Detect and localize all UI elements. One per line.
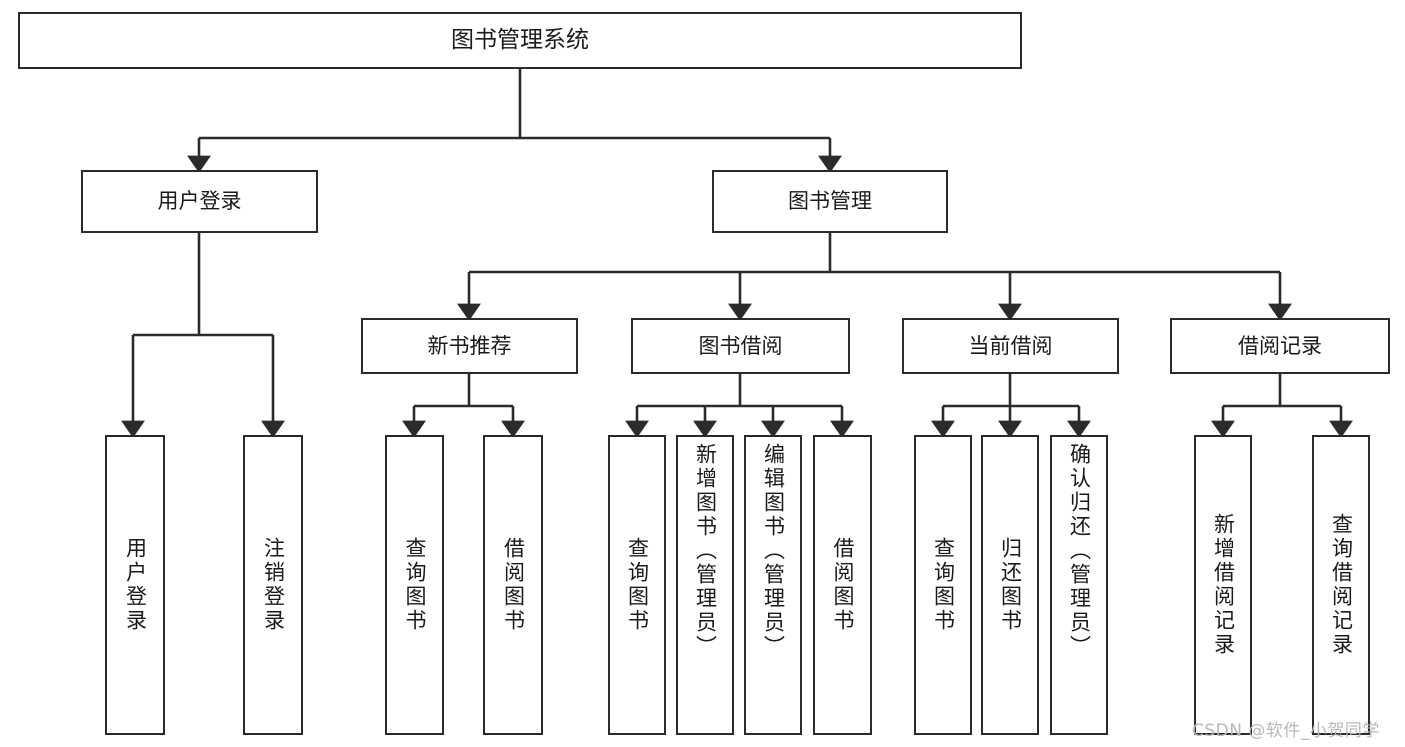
node-new-book-recommend[interactable]: 新书推荐	[361, 318, 578, 374]
leaf-current-borrow-query[interactable]: 查询图书	[914, 435, 972, 735]
node-label: 图书管理系统	[451, 26, 589, 53]
node-label: 用户登录	[123, 537, 148, 633]
leaf-new-book-query[interactable]: 查询图书	[385, 435, 444, 735]
leaf-borrow-record-add[interactable]: 新增借阅记录	[1194, 435, 1252, 735]
node-label: 编辑图书（管理员）	[761, 443, 786, 659]
node-label: 新增借阅记录	[1211, 513, 1236, 657]
leaf-book-borrow-edit[interactable]: 编辑图书（管理员）	[744, 435, 802, 735]
node-label: 图书借阅	[698, 333, 783, 358]
leaf-new-book-borrow[interactable]: 借阅图书	[483, 435, 543, 735]
node-label: 归还图书	[998, 537, 1023, 633]
leaf-user-login-login[interactable]: 用户登录	[105, 435, 165, 735]
node-label: 用户登录	[157, 189, 242, 214]
leaf-book-borrow-add[interactable]: 新增图书（管理员）	[676, 435, 734, 735]
leaf-current-borrow-return[interactable]: 归还图书	[981, 435, 1039, 735]
leaf-current-borrow-confirm-return[interactable]: 确认归还（管理员）	[1050, 435, 1108, 735]
node-label: 新书推荐	[427, 333, 512, 358]
node-label: 新增图书（管理员）	[693, 443, 718, 659]
node-user-login[interactable]: 用户登录	[81, 170, 318, 233]
node-label: 查询图书	[625, 537, 650, 633]
leaf-user-login-logout[interactable]: 注销登录	[243, 435, 303, 735]
node-book-management[interactable]: 图书管理	[712, 170, 948, 233]
leaf-book-borrow-borrow[interactable]: 借阅图书	[813, 435, 872, 735]
node-root-system[interactable]: 图书管理系统	[18, 12, 1022, 69]
node-label: 借阅记录	[1238, 333, 1322, 358]
node-book-borrow[interactable]: 图书借阅	[631, 318, 850, 374]
node-label: 注销登录	[261, 537, 286, 633]
node-borrow-record[interactable]: 借阅记录	[1170, 318, 1390, 374]
node-label: 图书管理	[788, 189, 872, 214]
leaf-book-borrow-query[interactable]: 查询图书	[608, 435, 666, 735]
node-label: 借阅图书	[831, 537, 855, 633]
node-label: 当前借阅	[968, 333, 1053, 358]
leaf-borrow-record-query[interactable]: 查询借阅记录	[1312, 435, 1370, 735]
node-current-borrow[interactable]: 当前借阅	[902, 318, 1119, 374]
node-label: 确认归还（管理员）	[1067, 443, 1092, 659]
node-label: 查询图书	[931, 537, 956, 633]
node-label: 借阅图书	[501, 537, 526, 633]
node-label: 查询图书	[403, 537, 427, 633]
csdn-watermark: CSDN @软件_小贺同学	[1192, 721, 1380, 741]
node-label: 查询借阅记录	[1329, 513, 1354, 657]
